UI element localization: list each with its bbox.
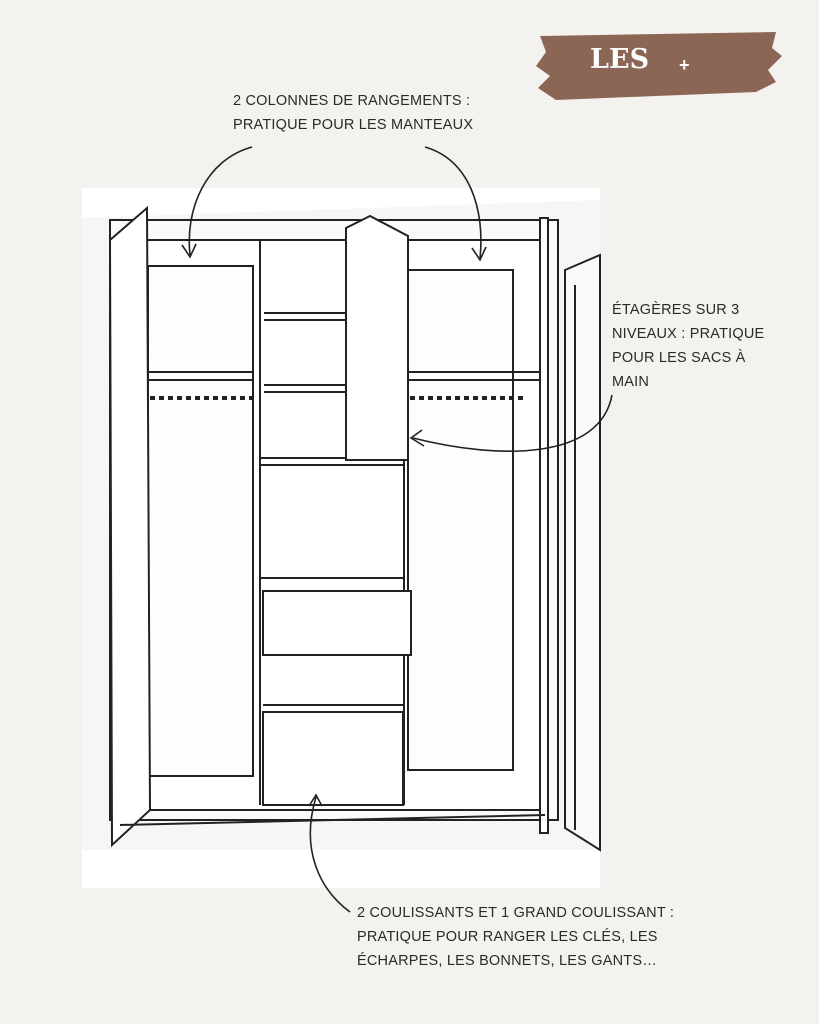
badge-plus: + xyxy=(679,55,690,75)
arrow-icon xyxy=(424,146,482,259)
drawer-small xyxy=(262,590,412,656)
wardrobe xyxy=(82,200,601,852)
annotation-line: ÉCHARPES, LES BONNETS, LES GANTS… xyxy=(357,953,657,969)
brush-stroke-badge xyxy=(536,32,782,100)
room-door-frame xyxy=(564,253,601,852)
annotation-arrows xyxy=(181,146,613,913)
annotation-line: ÉTAGÈRES SUR 3 xyxy=(612,302,740,318)
annotation-line: 2 COLONNES DE RANGEMENTS : xyxy=(233,93,471,109)
annotation-line: NIVEAUX : PRATIQUE xyxy=(612,326,765,342)
annotation-line: PRATIQUE POUR LES MANTEAUX xyxy=(233,117,474,133)
annotation-shelves: ÉTAGÈRES SUR 3 NIVEAUX : PRATIQUE POUR L… xyxy=(612,298,764,394)
annotation-line: PRATIQUE POUR RANGER LES CLÉS, LES xyxy=(357,929,658,945)
badge-title: LES xyxy=(590,44,650,75)
arrow-icon xyxy=(412,394,613,453)
annotation-line: POUR LES SACS À xyxy=(612,350,746,366)
drawer-large xyxy=(262,711,404,806)
arrow-icon xyxy=(309,796,351,913)
annotation-line: MAIN xyxy=(612,374,650,390)
annotation-drawers: 2 COULISSANTS ET 1 GRAND COULISSANT : PR… xyxy=(357,901,674,973)
center-door xyxy=(345,214,409,461)
left-door xyxy=(108,205,152,848)
arrow-icon xyxy=(188,146,253,256)
annotation-line: 2 COULISSANTS ET 1 GRAND COULISSANT : xyxy=(357,905,675,921)
annotation-coat-columns: 2 COLONNES DE RANGEMENTS : PRATIQUE POUR… xyxy=(233,89,473,137)
right-door xyxy=(539,217,549,834)
